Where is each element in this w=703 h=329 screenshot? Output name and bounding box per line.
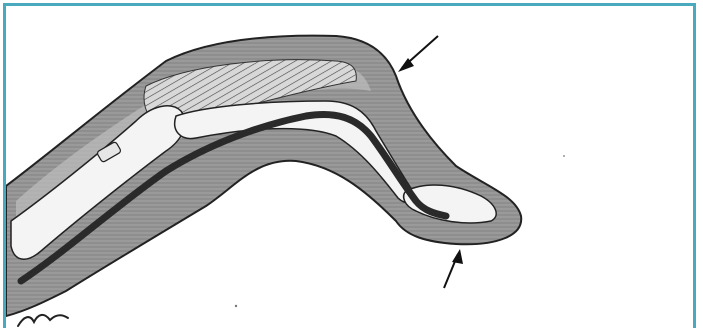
arrow-up-icon	[444, 249, 463, 288]
speck	[235, 305, 237, 307]
figure-frame	[3, 3, 696, 328]
finger-illustration	[6, 6, 693, 328]
arrow-down-left-icon	[398, 36, 438, 72]
artist-signature	[16, 306, 76, 328]
speck	[563, 155, 565, 157]
